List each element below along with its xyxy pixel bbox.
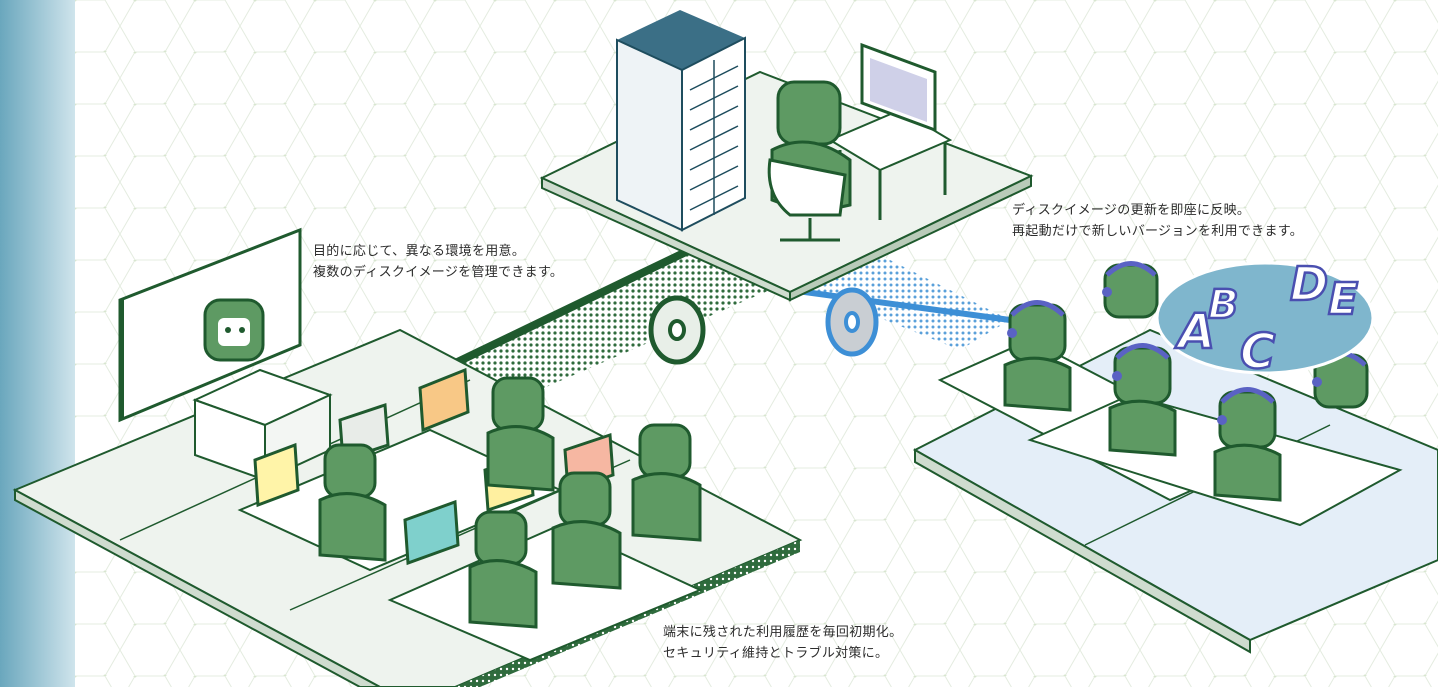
caption-disk-images: 目的に応じて、異なる環境を用意。 複数のディスクイメージを管理できます。 bbox=[313, 241, 563, 283]
caption-reset-history: 端末に残された利用履歴を毎回初期化。 セキュリティ維持とトラブル対策に。 bbox=[663, 622, 902, 664]
left-edge-band bbox=[0, 0, 75, 687]
badge-letter: E bbox=[1328, 274, 1358, 325]
caption-line: 目的に応じて、異なる環境を用意。 bbox=[313, 244, 526, 259]
student-robot bbox=[631, 423, 702, 542]
student-robot bbox=[486, 376, 555, 492]
server-room bbox=[539, 10, 1034, 302]
call-center: A B C D E bbox=[912, 256, 1438, 654]
monitor-icon bbox=[860, 42, 937, 133]
operator-robot bbox=[1003, 300, 1072, 412]
operator-robot bbox=[1102, 261, 1159, 319]
badge-letter: A bbox=[1174, 304, 1215, 360]
headset-icon bbox=[1102, 287, 1112, 297]
student-robot bbox=[468, 510, 538, 629]
headset-icon bbox=[1112, 371, 1122, 381]
caption-line: 端末に残された利用履歴を毎回初期化。 bbox=[663, 625, 903, 640]
classroom bbox=[12, 227, 803, 687]
version-letters-badge: A B C D E bbox=[1155, 256, 1375, 381]
caption-line: 再起動だけで新しいバージョンを利用できます。 bbox=[1012, 224, 1304, 239]
monitor-icon bbox=[403, 499, 460, 566]
teacher-robot bbox=[192, 298, 333, 482]
caption-line: セキュリティ維持とトラブル対策に。 bbox=[663, 646, 889, 661]
operator-robot bbox=[1213, 387, 1282, 502]
badge-letter: C bbox=[1240, 324, 1275, 380]
disc-icon bbox=[648, 295, 706, 365]
disc-icon bbox=[825, 287, 879, 357]
headset-icon bbox=[1312, 377, 1322, 387]
blue-connection-band bbox=[789, 255, 1011, 350]
badge-letter: B bbox=[1208, 282, 1239, 328]
headset-icon bbox=[1007, 328, 1017, 338]
badge-letter: D bbox=[1290, 257, 1328, 311]
headset-icon bbox=[1217, 415, 1227, 425]
caption-instant-update: ディスクイメージの更新を即座に反映。 再起動だけで新しいバージョンを利用できます… bbox=[1012, 200, 1303, 242]
monitor-icon bbox=[418, 367, 470, 433]
monitor-icon bbox=[253, 442, 300, 508]
operator-robot bbox=[1108, 343, 1177, 457]
student-robot bbox=[551, 471, 622, 590]
admin-desk bbox=[827, 42, 953, 220]
caption-line: ディスクイメージの更新を即座に反映。 bbox=[1012, 203, 1251, 218]
server-rack-icon bbox=[616, 10, 746, 232]
student-robot bbox=[318, 443, 387, 562]
caption-line: 複数のディスクイメージを管理できます。 bbox=[313, 265, 564, 280]
admin-robot bbox=[767, 80, 852, 242]
